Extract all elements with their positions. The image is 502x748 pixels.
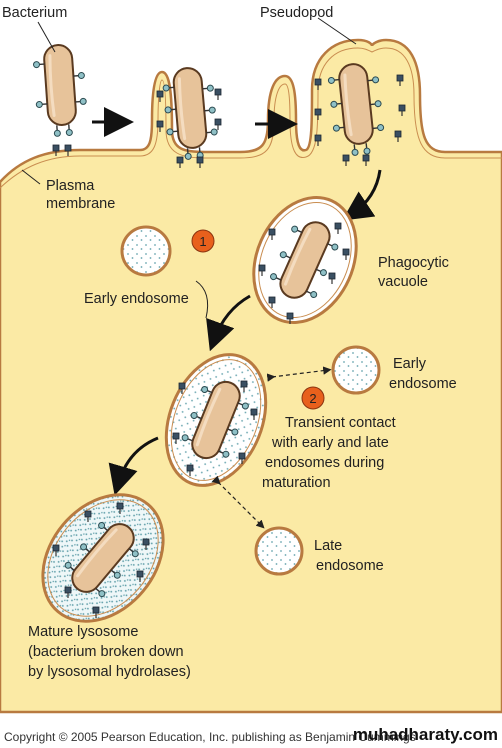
label-pseudopod: Pseudopod	[260, 5, 333, 21]
phagocytic-vacuole	[252, 195, 358, 325]
mature-lysosome	[41, 493, 165, 623]
arrow-to-maturing	[206, 294, 251, 352]
label-mature-2: (bacterium broken down	[28, 644, 184, 660]
label-plasma-membrane-1: Plasma	[46, 178, 95, 194]
early-endosome-2	[331, 345, 381, 395]
label-bacterium: Bacterium	[2, 5, 67, 21]
bacterium-leader-line	[37, 21, 56, 53]
label-early-endosome-2a: Early	[393, 356, 427, 372]
label-transient-4: maturation	[262, 475, 331, 491]
late-endosome	[254, 526, 304, 576]
arrow-to-lysosome	[108, 436, 159, 496]
label-early-endosome-2b: endosome	[389, 376, 457, 392]
label-mature-3: by lysosomal hydrolases)	[28, 664, 191, 680]
pseudopod-leader-line	[317, 17, 357, 45]
contact-arrow-early	[266, 366, 332, 382]
label-transient-2: with early and late	[271, 435, 389, 451]
early-endosome-1	[120, 225, 172, 277]
plasma-membrane-leader-line	[21, 169, 41, 185]
label-transient-3: endosomes during	[265, 455, 384, 471]
label-phagocytic-vacuole-1: Phagocytic	[378, 255, 449, 271]
label-late-endosome-2: endosome	[316, 558, 384, 574]
bacterium-free	[32, 42, 88, 138]
label-phagocytic-vacuole-2: vacuole	[378, 274, 428, 290]
contact-arrow-late	[211, 475, 265, 529]
label-transient-1: Transient contact	[285, 415, 396, 431]
step-marker-2: 2	[301, 386, 325, 410]
maturing-vacuole	[164, 353, 268, 487]
step-marker-1-label: 1	[199, 234, 206, 249]
label-plasma-membrane-2: membrane	[46, 196, 115, 212]
label-late-endosome-1: Late	[314, 538, 342, 554]
step-marker-2-label: 2	[309, 391, 316, 406]
step-marker-1: 1	[191, 229, 215, 253]
footer-watermark: muhadharaty.com	[353, 725, 498, 744]
arrow-to-vacuole	[342, 169, 382, 221]
label-mature-1: Mature lysosome	[28, 624, 138, 640]
label-early-endosome-1: Early endosome	[84, 291, 189, 307]
footer-copyright: Copyright © 2005 Pearson Education, Inc.…	[4, 730, 416, 744]
endosome-fusion-line	[195, 280, 209, 319]
plasma-membrane-inner	[0, 47, 502, 189]
